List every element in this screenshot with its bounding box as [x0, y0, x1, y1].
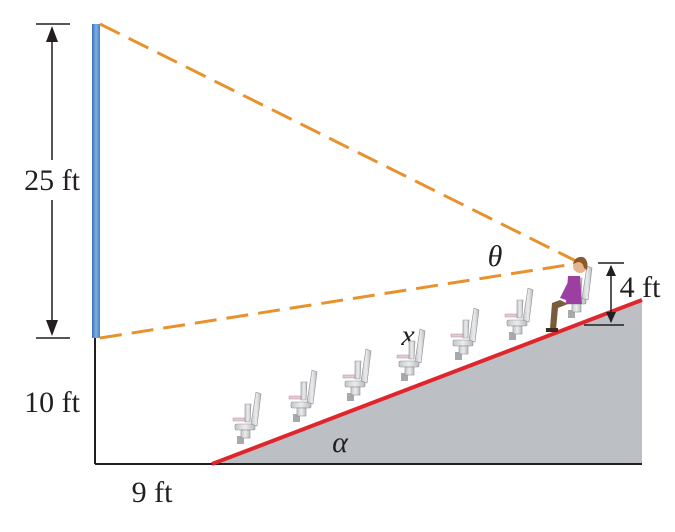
- screen-height-dimension: [36, 23, 70, 339]
- floor-offset-label: 9 ft: [132, 476, 173, 509]
- floor-to-screen-label: 10 ft: [24, 386, 80, 419]
- lower-sight-line: [99, 261, 581, 340]
- viewer: [546, 256, 593, 332]
- incline-line: [211, 298, 643, 466]
- incline-angle-label: α: [332, 426, 349, 459]
- eye-height-dimension: [584, 262, 624, 326]
- seat: [232, 391, 262, 445]
- seat: [504, 287, 534, 341]
- seat: [288, 369, 318, 423]
- seat: [342, 348, 372, 402]
- seat: [450, 307, 480, 361]
- eye-height-label: 4 ft: [620, 271, 661, 304]
- upper-sight-line: [99, 22, 581, 265]
- movie-screen: [92, 24, 100, 338]
- screen-height-label: 25 ft: [24, 164, 80, 197]
- viewing-angle-label: θ: [488, 240, 503, 273]
